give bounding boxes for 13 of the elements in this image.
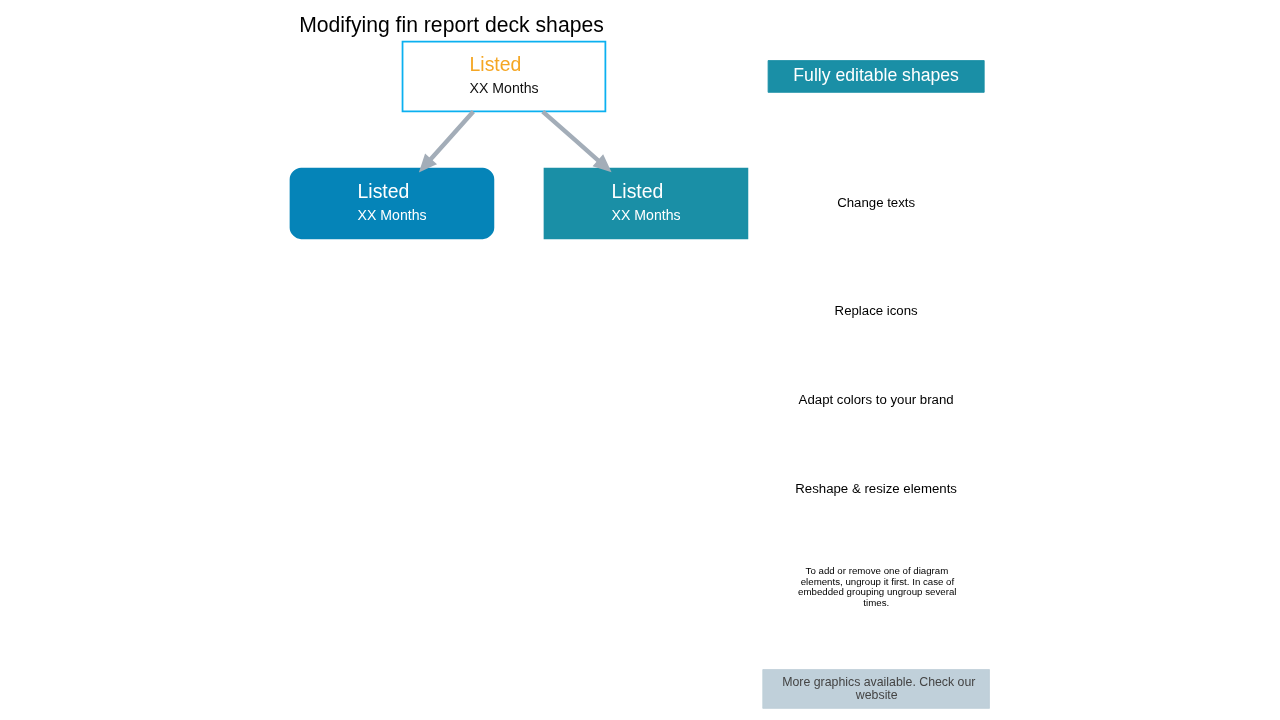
node-box: Listed XX Months [289,167,495,240]
label: To add or remove one of diagram elements, ungroup it first. In case of embedded grouping ungroup several times. [798,565,957,608]
label: Fully editable shapes [793,64,959,85]
arrow [418,110,475,173]
label: More graphics available. Check our website [782,674,976,702]
node-box: Listed XX Months [401,40,607,113]
label: Adapt colors to your brand [798,391,954,407]
arrow [541,109,612,173]
label: Replace icons [834,302,918,318]
diagram-title: Modifying fin report deck shapes [299,13,604,37]
label: Reshape & resize elements [795,480,957,496]
node-box: Listed XX Months [543,167,749,240]
label: Change texts [837,194,916,210]
